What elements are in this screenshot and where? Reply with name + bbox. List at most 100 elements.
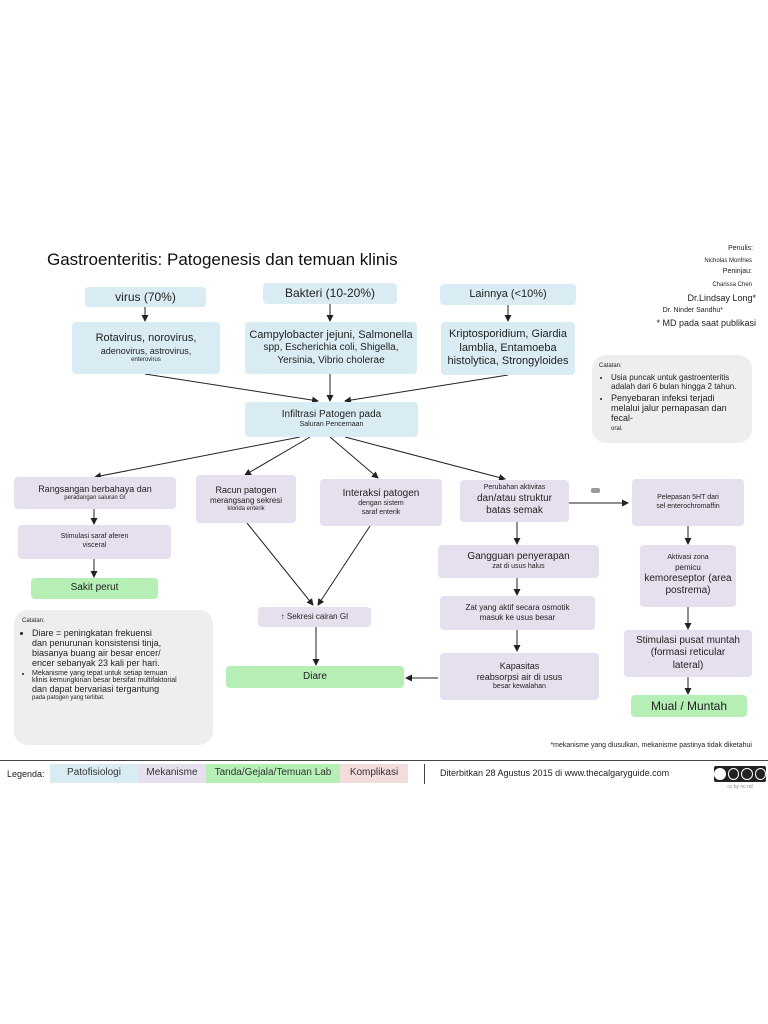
bottom-note-item-2-a: Mekanisme yang tepat untuk setiap temuan [32, 670, 168, 677]
racun-line-1: Racun patogen [215, 484, 277, 495]
virus-examples-line-3: enterovirus [131, 356, 161, 363]
racun-box: Racun patogen merangsang sekresi klorida… [196, 475, 296, 523]
side-note-item-2-end: oral. [611, 426, 623, 432]
virus-examples: Rotavirus, norovirus, adenovirus, astrov… [72, 322, 220, 374]
kapasitas-line-3: besar kewalahan [493, 683, 546, 691]
pelepasan-line-1: Pelepasan 5HT dari [657, 493, 719, 501]
kapasitas-box: Kapasitas reabsorpsi air di usus besar k… [440, 653, 599, 700]
aktivasi-box: Aktivasi zona pemicu kemoreseptor (area … [640, 545, 736, 607]
side-note-item-2-text: Penyebaran infeksi terjadi melalui jalur… [611, 393, 727, 423]
infiltration-box: Infiltrasi Patogen pada Saluran Pencerna… [245, 402, 418, 437]
bottom-note-item-2: Mekanisme yang tepat untuk setiap temuan… [32, 670, 205, 701]
gangguan-line-2: zat di usus halus [492, 563, 545, 571]
stimulasi-saraf-line-1: Stimulasi saraf aferen [60, 533, 129, 541]
infiltration-line-2: Saluran Pencernaan [299, 421, 364, 429]
pelepasan-line-2: sel enterochromaffin [656, 502, 720, 510]
aktivasi-line-1: Aktivasi zona [667, 554, 709, 562]
legend-mekanisme: Mekanisme [138, 764, 206, 783]
interaksi-line-3: saraf enterik [361, 508, 401, 516]
stimulasi-saraf-box: Stimulasi saraf aferen visceral [18, 525, 171, 559]
aktivasi-line-3: kemoreseptor (area [644, 572, 732, 584]
stimulasi-saraf-line-2: visceral [82, 542, 107, 549]
sakit-perut-box: Sakit perut [31, 578, 158, 599]
stimulasi-pusat-line-1: Stimulasi pusat muntah [636, 634, 740, 646]
legend-divider [0, 760, 768, 761]
legend-separator [424, 764, 425, 784]
lainnya-examples-line-1: Kriptosporidium, Giardia [449, 327, 567, 340]
footnote: *mekanisme yang diusulkan, mekanisme pas… [550, 742, 752, 749]
lainnya-examples-line-3: histolytica, Strongyloides [447, 355, 569, 368]
bakteri-examples: Campylobacter jejuni, Salmonella spp, Es… [245, 322, 417, 374]
reviewer-name-2: Dr.Lindsay Long* [687, 293, 756, 303]
side-note-item-1: Usia puncak untuk gastroenteritis adalah… [611, 373, 745, 391]
lainnya-examples-line-2: lamblia, Entamoeba [459, 341, 557, 354]
kapasitas-line-2: reabsorpsi air di usus [476, 672, 563, 683]
license-badge-text: cc by nc nd [727, 784, 753, 790]
md-note: * MD pada saat publikasi [656, 318, 756, 328]
category-lainnya: Lainnya (<10%) [440, 284, 576, 305]
reviewer-name: Charissa Chen [712, 282, 752, 288]
legend-patofisiologi: Patofisiologi [50, 764, 138, 783]
rangsangan-box: Rangsangan berbahaya dan peradangan salu… [14, 477, 176, 509]
bottom-note-item-1-a: Diare = peningkatan frekuensi [32, 628, 152, 638]
racun-line-2: merangsang sekresi [209, 495, 283, 505]
racun-line-3: klorida enterik [227, 505, 265, 512]
author-name: Nicholas Monfries [704, 258, 752, 264]
bottom-note-label: Catatan: [22, 618, 45, 624]
cc-icon [714, 768, 726, 780]
virus-examples-line-2: adenovirus, astrovirus, [100, 345, 192, 356]
perubahan-line-2: dan/atau struktur [476, 492, 553, 504]
category-virus: virus (70%) [85, 287, 206, 307]
reviewer-name-3: Dr. Ninder Sandhu* [662, 307, 723, 314]
rangsangan-line-1: Rangsangan berbahaya dan [38, 483, 152, 494]
by-icon [727, 768, 739, 780]
perubahan-line-3: batas semak [486, 505, 543, 517]
zat-aktif-line-1: Zat yang aktif secara osmotik [465, 603, 570, 612]
bottom-note-list: Diare = peningkatan frekuensi dan penuru… [22, 628, 205, 701]
interaksi-box: Interaksi patogen dengan sistem saraf en… [320, 479, 442, 526]
nd-icon [754, 768, 766, 780]
legend-tanda: Tanda/Gejala/Temuan Lab [206, 764, 340, 783]
side-note: Catatan: Usia puncak untuk gastroenterit… [592, 355, 752, 443]
stimulasi-pusat-line-3: lateral) [672, 659, 704, 671]
perubahan-line-1: Perubahan aktivitas [483, 484, 546, 492]
bakteri-examples-line-2: spp, Escherichia coli, Shigella, [263, 342, 399, 354]
author-label: Penulis: [728, 245, 753, 252]
bottom-note-item-2-d: pada patogen yang terlibat. [32, 695, 105, 701]
virus-examples-line-1: Rotavirus, norovirus, [95, 331, 197, 344]
license-badge [714, 766, 766, 782]
bottom-note-item-1-d: encer sebanyak 23 kali per hari. [32, 658, 160, 668]
reviewer-label: Peninjau: [722, 268, 752, 275]
diare-box: Diare [226, 666, 404, 688]
bottom-note-item-1: Diare = peningkatan frekuensi dan penuru… [32, 628, 205, 668]
bakteri-examples-line-3: Yersinia, Vibrio cholerae [277, 354, 385, 366]
zat-aktif-line-2: masuk ke usus besar [479, 613, 556, 622]
perubahan-box: Perubahan aktivitas dan/atau struktur ba… [460, 480, 569, 522]
legend-komplikasi: Komplikasi [340, 764, 408, 783]
rangsangan-line-2: peradangan saluran GI [64, 494, 126, 501]
side-note-label: Catatan: [599, 363, 622, 369]
aktivasi-line-4: postrema) [665, 585, 711, 597]
infiltration-line-1: Infiltrasi Patogen pada [281, 408, 382, 420]
pelepasan-box: Pelepasan 5HT dari sel enterochromaffin [632, 479, 744, 526]
zat-aktif-box: Zat yang aktif secara osmotik masuk ke u… [440, 596, 595, 630]
aktivasi-line-2: pemicu [675, 562, 701, 572]
page-title: Gastroenteritis: Patogenesis dan temuan … [47, 250, 398, 269]
bakteri-examples-line-1: Campylobacter jejuni, Salmonella [249, 328, 413, 341]
interaksi-line-2: dengan sistem [358, 500, 404, 507]
interaksi-line-1: Interaksi patogen [342, 487, 420, 499]
side-note-item-2: Penyebaran infeksi terjadi melalui jalur… [611, 393, 745, 432]
mual-box: Mual / Muntah [631, 695, 747, 717]
kapasitas-line-1: Kapasitas [499, 660, 540, 671]
side-note-list: Usia puncak untuk gastroenteritis adalah… [599, 373, 745, 432]
lainnya-examples: Kriptosporidium, Giardia lamblia, Entamo… [441, 322, 575, 375]
stimulasi-pusat-line-2: (formasi reticular [650, 647, 726, 659]
gangguan-line-1: Gangguan penyerapan [467, 550, 570, 562]
category-bakteri: Bakteri (10-20%) [263, 283, 397, 304]
nc-icon [741, 768, 753, 780]
bottom-note-item-2-b: klinis kemungkinan besar bersifat multif… [32, 677, 177, 684]
bottom-note-item-1-b: dan penurunan konsistensi tinja, [32, 638, 162, 648]
sekresi-box: ↑ Sekresi cairan GI [258, 607, 371, 627]
published-note: Diterbitkan 28 Agustus 2015 di www.theca… [440, 768, 670, 778]
